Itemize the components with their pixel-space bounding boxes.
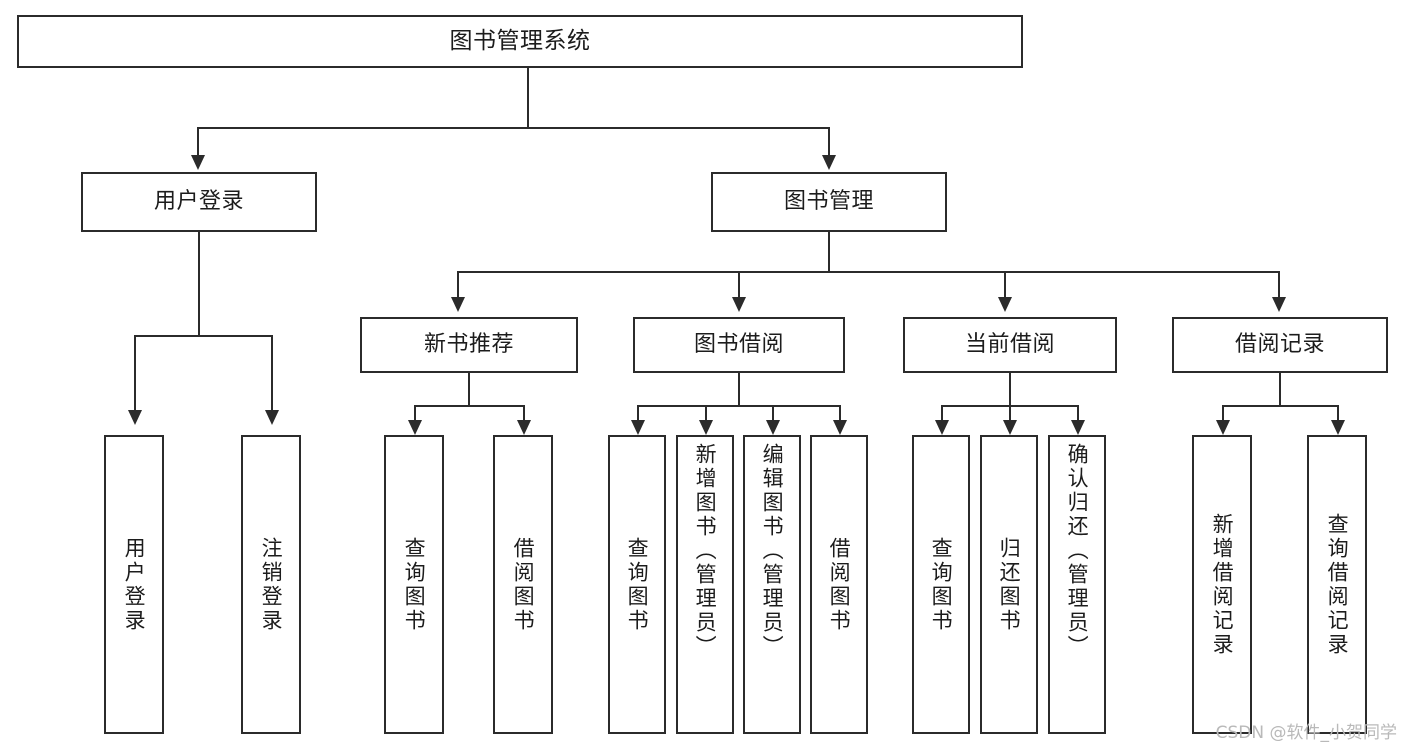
connector-book-mgmt-bar	[457, 271, 1280, 273]
connector-root-to-user-login	[197, 127, 199, 155]
arrowhead-borrow-record-to-leaf-1	[1331, 420, 1345, 435]
connector-current-borrow-to-leaf-0	[941, 405, 943, 420]
node-user-login[interactable]: 用户登录	[81, 172, 317, 232]
node-label: 查询图书	[625, 536, 650, 633]
arrowhead-book-mgmt-to-borrow-record	[1272, 297, 1286, 312]
connector-root-to-book-mgmt	[828, 127, 830, 155]
connector-book-borrow-trunk	[738, 373, 740, 405]
arrowhead-book-mgmt-to-book-borrow	[732, 297, 746, 312]
watermark-text: CSDN @软件_小贺同学	[1215, 723, 1397, 743]
node-label: 确认归还（管理员）	[1065, 443, 1090, 659]
arrowhead-user-login-to-leaf-1	[265, 410, 279, 425]
node-label: 用户登录	[122, 536, 147, 633]
leaf-current-borrow-query-book[interactable]: 查询图书	[912, 435, 970, 734]
arrowhead-root-to-user-login	[191, 155, 205, 170]
node-root-system[interactable]: 图书管理系统	[17, 15, 1023, 68]
arrowhead-book-mgmt-to-current-borrow	[998, 297, 1012, 312]
connector-current-borrow-to-leaf-1	[1009, 405, 1011, 420]
leaf-borrow-record-add-record[interactable]: 新增借阅记录	[1192, 435, 1252, 734]
node-book-management[interactable]: 图书管理	[711, 172, 947, 232]
connector-current-borrow-to-leaf-2	[1077, 405, 1079, 420]
node-label: 查询图书	[929, 536, 954, 633]
connector-borrow-record-to-leaf-0	[1222, 405, 1224, 420]
arrowhead-current-borrow-to-leaf-2	[1071, 420, 1085, 435]
node-label: 查询借阅记录	[1325, 512, 1350, 657]
connector-new-book-to-leaf-1	[523, 405, 525, 420]
connector-borrow-record-bar	[1222, 405, 1338, 407]
node-label: 用户登录	[153, 189, 244, 215]
connector-book-borrow-to-leaf-1	[705, 405, 707, 420]
leaf-current-borrow-confirm-return[interactable]: 确认归还（管理员）	[1048, 435, 1106, 734]
node-current-borrow[interactable]: 当前借阅	[903, 317, 1117, 373]
node-label: 编辑图书（管理员）	[760, 443, 785, 659]
connector-user-login-trunk	[198, 232, 200, 335]
connector-book-mgmt-to-new-book	[457, 271, 459, 297]
node-label: 新增借阅记录	[1210, 512, 1235, 657]
node-label: 归还图书	[997, 536, 1022, 633]
connector-new-book-to-leaf-0	[414, 405, 416, 420]
leaf-new-book-borrow-book[interactable]: 借阅图书	[493, 435, 553, 734]
node-new-book-recommend[interactable]: 新书推荐	[360, 317, 578, 373]
node-label: 查询图书	[402, 536, 427, 633]
node-book-borrow[interactable]: 图书借阅	[633, 317, 845, 373]
arrowhead-book-borrow-to-leaf-1	[699, 420, 713, 435]
leaf-user-login-logout[interactable]: 注销登录	[241, 435, 301, 734]
leaf-book-borrow-query-book[interactable]: 查询图书	[608, 435, 666, 734]
connector-book-mgmt-to-current-borrow	[1004, 271, 1006, 297]
node-label: 借阅记录	[1234, 332, 1325, 358]
connector-book-borrow-to-leaf-2	[772, 405, 774, 420]
node-label: 新书推荐	[423, 332, 514, 358]
connector-book-borrow-to-leaf-0	[637, 405, 639, 420]
leaf-borrow-record-query-record[interactable]: 查询借阅记录	[1307, 435, 1367, 734]
arrowhead-current-borrow-to-leaf-0	[935, 420, 949, 435]
node-label: 注销登录	[259, 536, 284, 633]
arrowhead-current-borrow-to-leaf-1	[1003, 420, 1017, 435]
arrowhead-book-borrow-to-leaf-2	[766, 420, 780, 435]
node-borrow-record[interactable]: 借阅记录	[1172, 317, 1388, 373]
connector-root-bar	[197, 127, 830, 129]
node-label: 新增图书（管理员）	[693, 443, 718, 659]
node-label: 图书管理	[783, 189, 874, 215]
arrowhead-borrow-record-to-leaf-0	[1216, 420, 1230, 435]
leaf-book-borrow-edit-book[interactable]: 编辑图书（管理员）	[743, 435, 801, 734]
connector-book-borrow-to-leaf-3	[839, 405, 841, 420]
leaf-book-borrow-borrow-book[interactable]: 借阅图书	[810, 435, 868, 734]
connector-borrow-record-to-leaf-1	[1337, 405, 1339, 420]
leaf-new-book-query-book[interactable]: 查询图书	[384, 435, 444, 734]
arrowhead-new-book-to-leaf-1	[517, 420, 531, 435]
connector-new-book-trunk	[468, 373, 470, 405]
leaf-current-borrow-return-book[interactable]: 归还图书	[980, 435, 1038, 734]
arrowhead-book-mgmt-to-new-book	[451, 297, 465, 312]
connector-user-login-bar	[134, 335, 272, 337]
arrowhead-book-borrow-to-leaf-0	[631, 420, 645, 435]
arrowhead-root-to-book-mgmt	[822, 155, 836, 170]
arrowhead-user-login-to-leaf-0	[128, 410, 142, 425]
connector-book-mgmt-to-book-borrow	[738, 271, 740, 297]
arrowhead-new-book-to-leaf-0	[408, 420, 422, 435]
node-label: 当前借阅	[964, 332, 1055, 358]
connector-user-login-to-leaf-1	[271, 335, 273, 410]
leaf-user-login-login[interactable]: 用户登录	[104, 435, 164, 734]
arrowhead-book-borrow-to-leaf-3	[833, 420, 847, 435]
leaf-book-borrow-add-book[interactable]: 新增图书（管理员）	[676, 435, 734, 734]
connector-user-login-to-leaf-0	[134, 335, 136, 410]
connector-book-mgmt-to-borrow-record	[1278, 271, 1280, 297]
node-label: 图书管理系统	[449, 28, 591, 55]
connector-book-borrow-bar	[637, 405, 840, 407]
node-label: 借阅图书	[511, 536, 536, 633]
connector-current-borrow-trunk	[1009, 373, 1011, 405]
node-label: 借阅图书	[827, 536, 852, 633]
connector-book-mgmt-trunk	[828, 232, 830, 271]
connector-root-trunk	[527, 68, 529, 127]
connector-new-book-bar	[414, 405, 524, 407]
node-label: 图书借阅	[693, 332, 784, 358]
connector-borrow-record-trunk	[1279, 373, 1281, 405]
